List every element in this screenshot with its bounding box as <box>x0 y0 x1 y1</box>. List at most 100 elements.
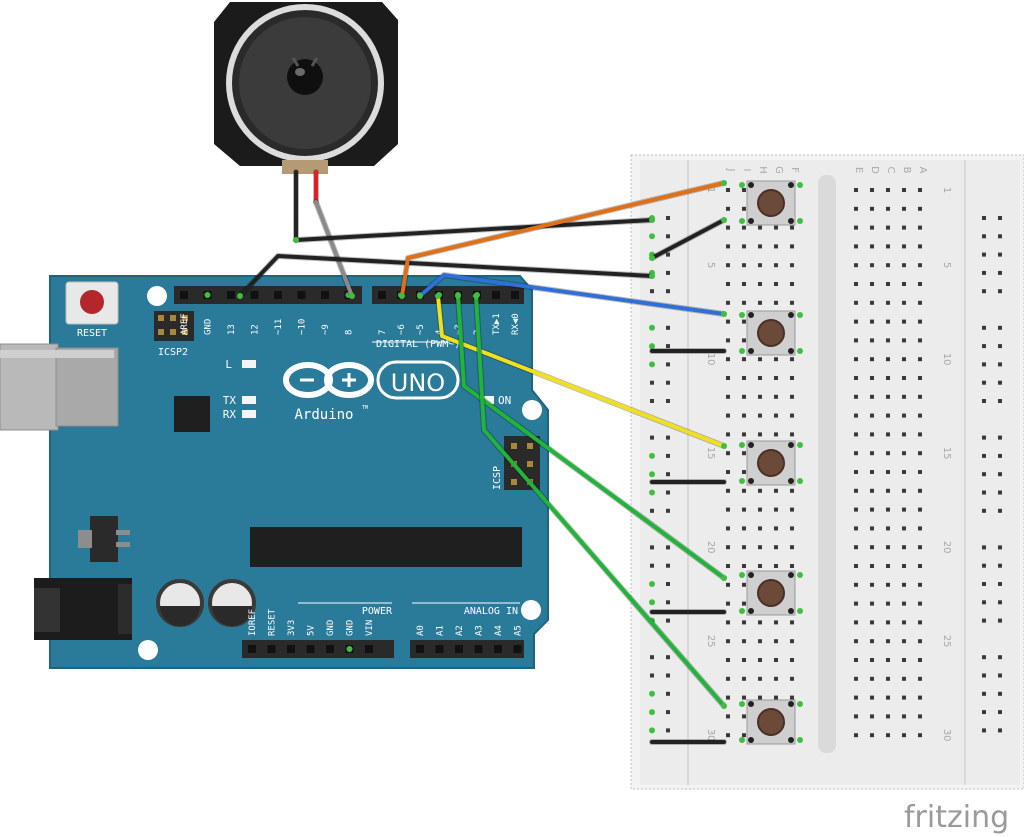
reset-button: RESET <box>65 281 119 339</box>
rail-hole <box>998 673 1002 678</box>
breadboard-hole <box>870 188 874 192</box>
breadboard-hole <box>918 300 922 305</box>
rail-hole <box>982 710 986 715</box>
icsp-pin <box>170 315 176 321</box>
icsp2-header: ICSP2 <box>154 311 194 358</box>
rail-hole <box>998 289 1002 294</box>
breadboard-hole <box>854 206 858 211</box>
rail-hole <box>650 289 654 294</box>
power-label: POWER <box>362 606 393 617</box>
breadboard-hole <box>886 582 890 587</box>
breadboard-hole <box>774 263 778 268</box>
breadboard-hole <box>742 338 746 343</box>
rail-hole <box>666 691 670 696</box>
wire-end <box>649 273 655 279</box>
breadboard-hole <box>886 188 890 192</box>
rail-hole <box>998 234 1002 239</box>
breadboard-hole <box>790 695 794 700</box>
breadboard-hole <box>886 225 890 230</box>
breadboard-hole <box>870 357 874 362</box>
breadboard-hole <box>886 620 890 625</box>
breadboard-hole <box>774 357 778 362</box>
breadboard-hole <box>902 639 906 644</box>
column-letter: E <box>853 167 864 173</box>
row-number: 5 <box>705 262 716 268</box>
breadboard-hole <box>870 413 874 418</box>
wire-end <box>455 293 461 299</box>
row-number: 10 <box>941 353 952 366</box>
pin-label: IOREF <box>248 609 258 636</box>
rail-hole <box>982 490 986 495</box>
rail-jumper <box>650 218 726 260</box>
breadboard-hole <box>870 338 874 343</box>
breadboard-hole <box>886 300 890 305</box>
breadboard-hole <box>758 526 762 531</box>
breadboard-hole <box>902 357 906 362</box>
breadboard-hole <box>886 394 890 399</box>
breadboard-hole <box>790 526 794 531</box>
breadboard-hole <box>918 319 922 324</box>
rail-hole <box>982 252 986 257</box>
breadboard-hole <box>726 188 730 192</box>
breadboard-hole <box>870 601 874 606</box>
breadboard-hole <box>886 507 890 512</box>
breadboard-hole <box>774 488 778 493</box>
rail-hole <box>998 399 1002 403</box>
breadboard-hole <box>918 451 922 456</box>
pin-label: ~11 <box>274 319 284 335</box>
breadboard-hole <box>902 432 906 437</box>
pin-label: 5V <box>307 625 317 636</box>
breadboard-hole <box>870 488 874 493</box>
icsp-header: ICSP <box>492 436 540 490</box>
breadboard-hole <box>918 413 922 418</box>
rail-hole <box>666 252 670 257</box>
breadboard-hole <box>902 319 906 324</box>
breadboard-hole <box>790 300 794 305</box>
breadboard-hole <box>790 507 794 512</box>
led-label-tx: TX <box>223 394 237 407</box>
breadboard-hole <box>742 601 746 606</box>
pushbutton <box>739 180 803 226</box>
pin-label: TX▶1 <box>492 313 502 335</box>
breadboard-hole <box>742 620 746 625</box>
pin-label: VIN <box>365 620 375 636</box>
breadboard-hole <box>854 282 858 286</box>
on-label: ON <box>498 394 511 407</box>
breadboard-hole <box>726 601 730 606</box>
breadboard-hole <box>918 488 922 493</box>
arduino-logo: UNO Arduino TM <box>283 360 460 423</box>
breadboard-hole <box>774 526 778 531</box>
breadboard-hole <box>774 225 778 230</box>
breadboard-hole <box>854 376 858 380</box>
rail-hole <box>998 508 1002 513</box>
breadboard-hole <box>854 451 858 456</box>
breadboard-hole <box>742 432 746 437</box>
rail-hole <box>998 490 1002 495</box>
breadboard-hole <box>854 658 858 662</box>
usb-port <box>0 343 119 431</box>
breadboard-hole <box>870 244 874 249</box>
gnd-rail-wire <box>238 254 654 298</box>
icsp-pin <box>158 329 164 335</box>
breadboard-hole <box>886 338 890 343</box>
pin-label: ~5 <box>416 324 426 335</box>
header-pin <box>365 645 373 653</box>
header-pin <box>455 645 463 653</box>
pin-label: A4 <box>494 625 504 636</box>
breadboard-hole <box>870 564 874 568</box>
rail-hole <box>982 508 986 513</box>
breadboard-hole <box>886 601 890 606</box>
breadboard-hole <box>918 714 922 719</box>
breadboard-hole <box>870 714 874 719</box>
breadboard-hole <box>886 658 890 662</box>
wire-end <box>473 293 479 299</box>
rail-hole <box>998 325 1002 330</box>
wire-end <box>399 293 405 299</box>
breadboard-hole <box>854 432 858 437</box>
wire-end <box>721 180 727 186</box>
rail-hole <box>666 453 670 458</box>
breadboard-hole <box>886 526 890 531</box>
breadboard-hole <box>758 413 762 418</box>
breadboard-hole <box>758 658 762 662</box>
rail-hole <box>650 673 654 678</box>
